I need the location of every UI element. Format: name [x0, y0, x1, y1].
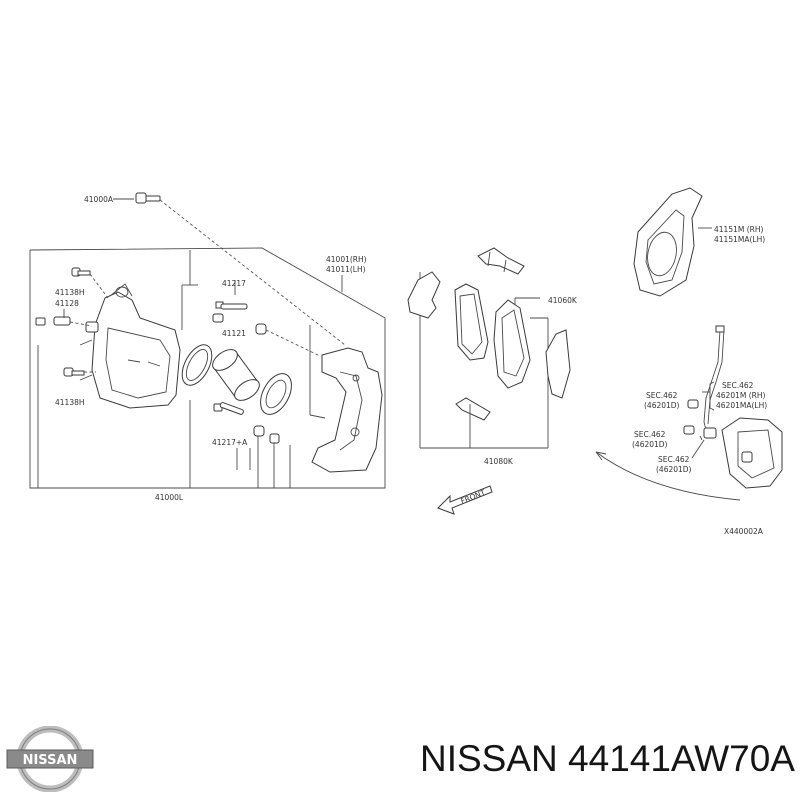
label-sec462-a-sub: (46201D) [644, 401, 680, 410]
rotation-arrow [595, 451, 741, 501]
label-41000l: 41000L [155, 493, 184, 502]
piston [212, 349, 260, 401]
bolt-41138h-top [71, 267, 109, 299]
label-front: FRONT [459, 488, 487, 506]
label-41060k: 41060K [548, 296, 578, 305]
pad-hardware-lower [455, 397, 491, 425]
brake-hose [683, 325, 725, 441]
label-41011-lh: 41011(LH) [326, 265, 366, 274]
front-arrow [437, 485, 493, 515]
brake-pad-inner [454, 283, 489, 361]
brake-pad-outer [493, 299, 531, 389]
boot-41121 [255, 323, 321, 357]
label-sec462-b-sub: (46201D) [632, 440, 668, 449]
label-sec462-c: SEC.462 [658, 455, 690, 464]
bolt-41000a [135, 192, 346, 346]
label-46201m-rh: 46201M (RH) [716, 391, 765, 400]
label-sec462-c-sub: (46201D) [656, 465, 692, 474]
pad-shim [545, 329, 571, 399]
caliper-bracket [311, 347, 383, 473]
caliper-assembly-frame [29, 247, 386, 489]
caliper-body [79, 283, 181, 409]
label-41138h-top: 41138H [55, 288, 85, 297]
piston-seal [181, 344, 213, 386]
part-labels: 41000A 41001(RH) 41011(LH) 41138H 41128 … [55, 195, 767, 536]
label-41217a: 41217+A [212, 438, 248, 447]
bolt-41138h-bottom [63, 367, 96, 377]
label-41217: 41217 [222, 279, 246, 288]
pin-41217a [213, 402, 291, 488]
logo-text: NISSAN [23, 753, 78, 768]
caliper-right [721, 417, 783, 489]
label-41151ma-lh: 41151MA(LH) [714, 235, 765, 244]
label-41121: 41121 [222, 329, 246, 338]
bleeder-41128 [35, 316, 93, 327]
nissan-logo: NISSAN [6, 726, 94, 792]
label-41001-rh: 41001(RH) [326, 255, 367, 264]
label-41000a: 41000A [84, 195, 114, 204]
label-41080k: 41080K [484, 457, 514, 466]
pin-41217 [212, 301, 248, 323]
label-sec462-b: SEC.462 [634, 430, 666, 439]
label-diagram-code: X440002A [724, 527, 764, 536]
piston-boot [260, 373, 292, 415]
pad-clip-left [407, 271, 441, 319]
part-title: NISSAN 44141AW70A [420, 738, 795, 779]
label-sec462-d: SEC.462 [722, 381, 754, 390]
anti-rattle-clip [477, 247, 525, 275]
label-sec462-a: SEC.462 [646, 391, 678, 400]
label-46201ma-lh: 46201MA(LH) [716, 401, 767, 410]
label-41151m-rh: 41151M (RH) [714, 225, 763, 234]
label-41128: 41128 [55, 299, 79, 308]
baffle-plate [633, 187, 712, 297]
label-41138h-bottom: 41138H [55, 398, 85, 407]
